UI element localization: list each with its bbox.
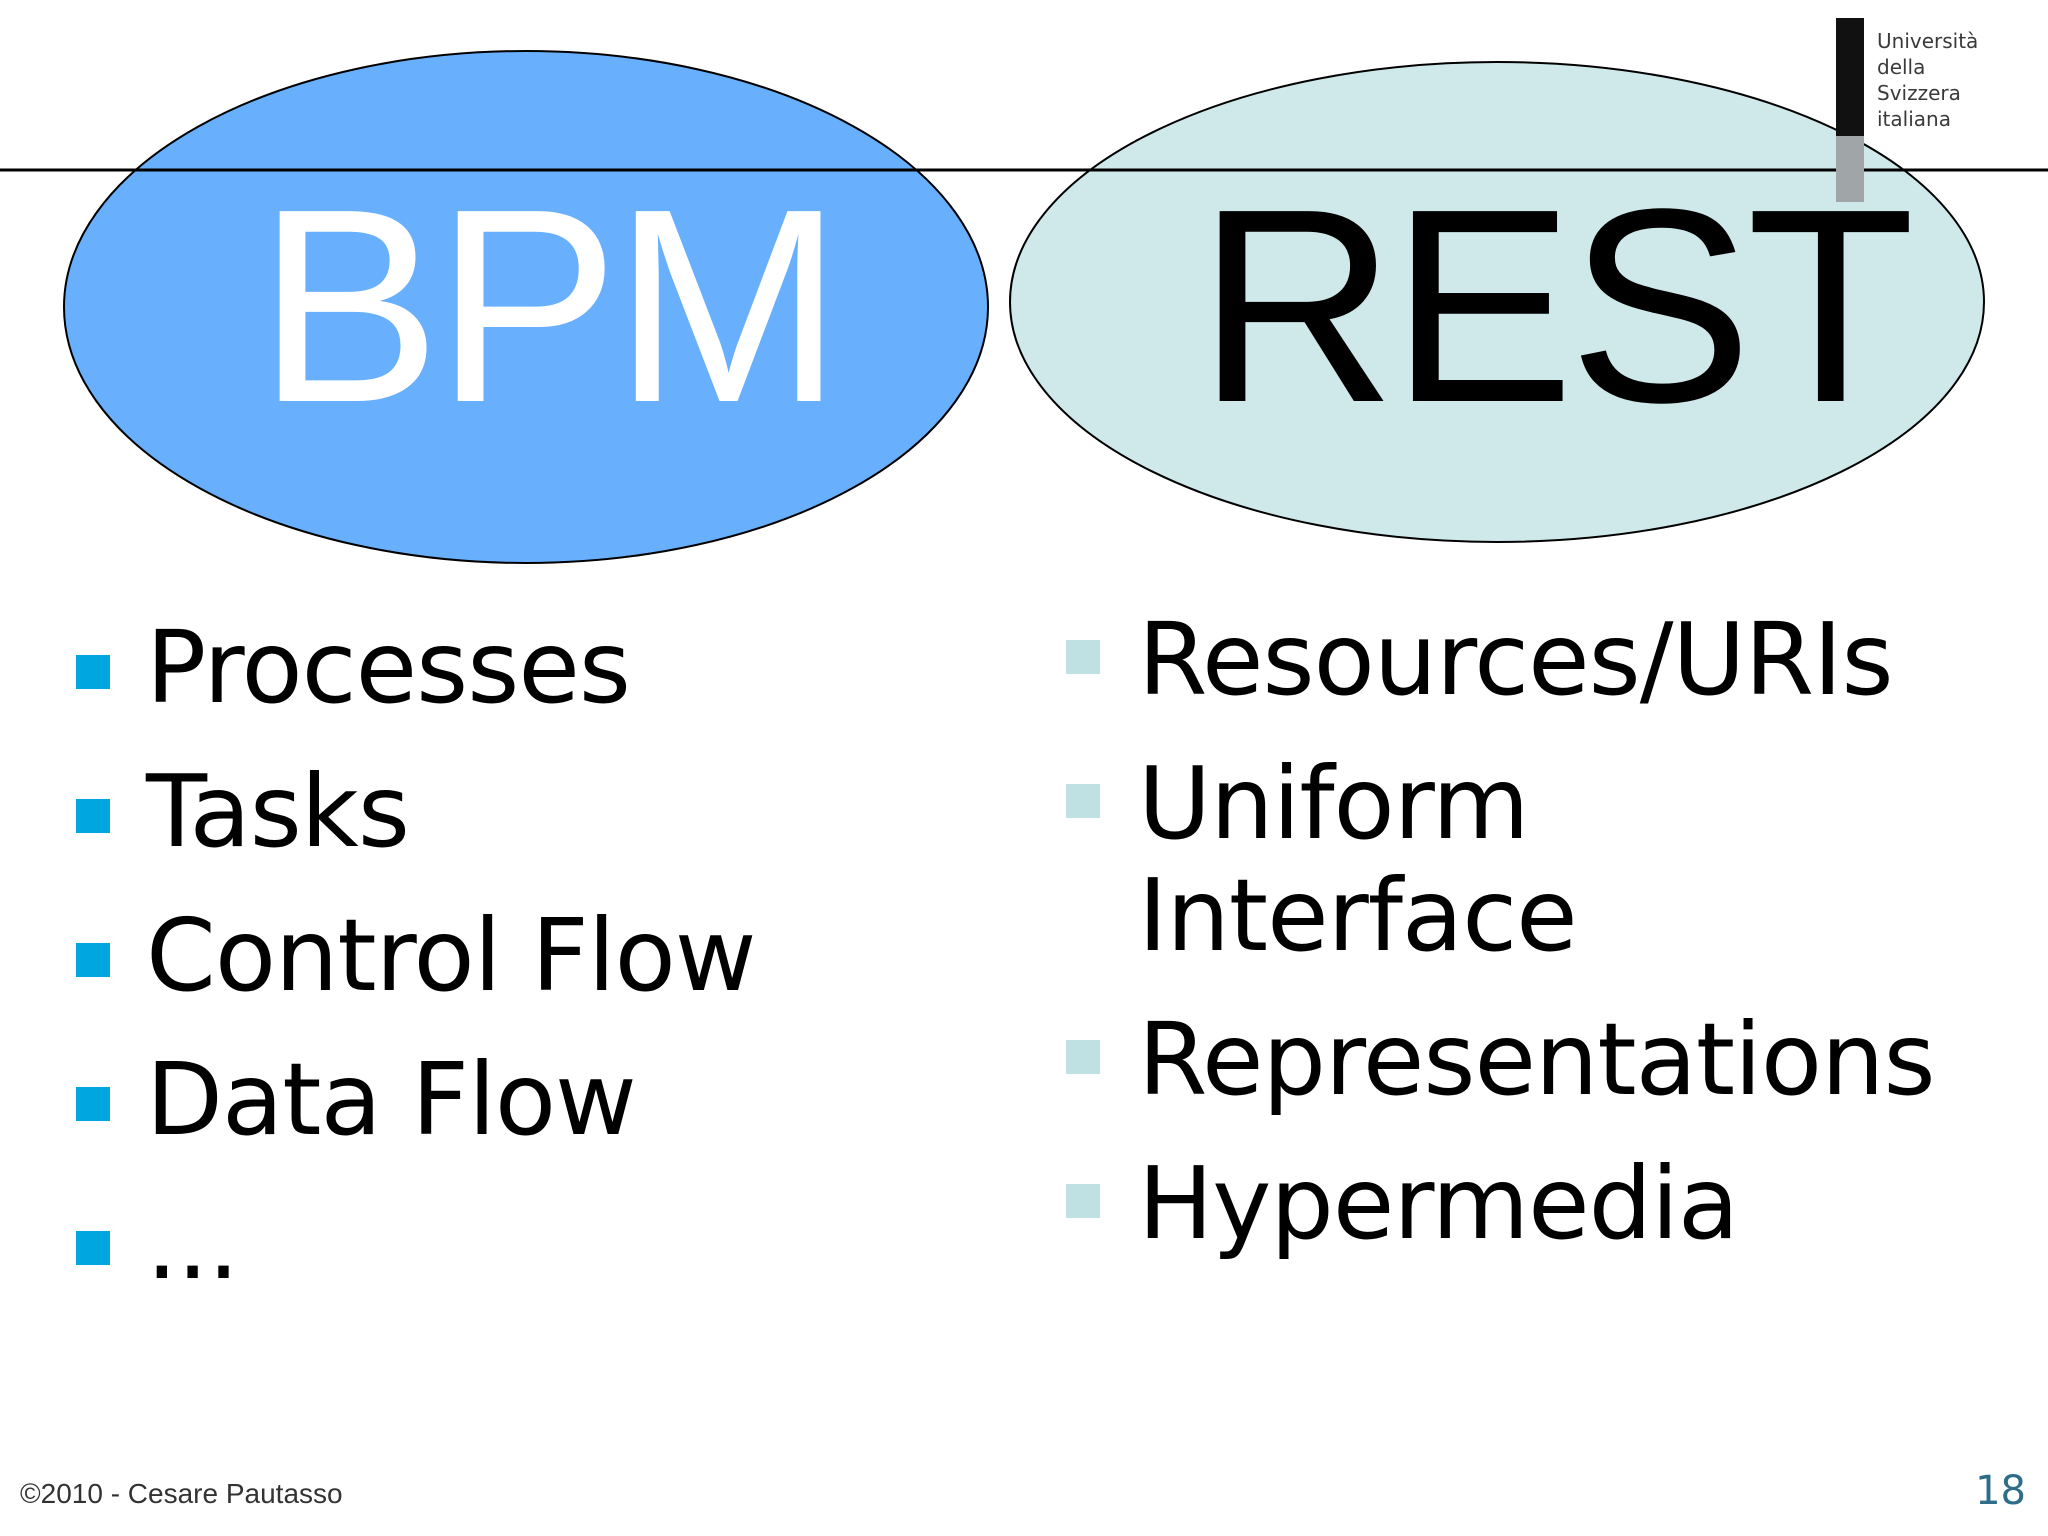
square-bullet-icon xyxy=(1066,1040,1100,1074)
list-item: Control Flow xyxy=(76,897,757,1044)
logo-line: italiana xyxy=(1877,107,1951,131)
square-bullet-icon xyxy=(76,799,110,833)
list-item-text: ... xyxy=(146,1185,239,1302)
list-item: Data Flow xyxy=(76,1044,756,1188)
list-item-text: Processes xyxy=(146,609,631,726)
logo-bar-dark xyxy=(1836,18,1864,136)
page-number: 18 xyxy=(1975,1468,2026,1514)
bpm-bullet-list: Processes Tasks Control Flow Data Flow .… xyxy=(76,612,757,1332)
list-item-text: Control Flow xyxy=(146,897,757,1014)
logo-bar-grey xyxy=(1836,136,1864,202)
list-item: Resources/URIs xyxy=(1066,604,1935,716)
university-logo-text: Università della Svizzera italiana xyxy=(1877,28,2037,132)
list-item: ... xyxy=(76,1188,756,1332)
square-bullet-icon xyxy=(1066,640,1100,674)
square-bullet-icon xyxy=(76,1231,110,1265)
bpm-ellipse xyxy=(63,50,989,564)
square-bullet-icon xyxy=(1066,1184,1100,1218)
rest-bullet-list: Resources/URIs Uniform Interface Represe… xyxy=(1066,604,1936,1292)
logo-line: Università xyxy=(1877,29,1979,53)
list-item-text: Resources/URIs xyxy=(1138,601,1894,718)
list-item-text: Data Flow xyxy=(146,1041,637,1158)
logo-line: Svizzera xyxy=(1877,81,1961,105)
square-bullet-icon xyxy=(76,943,110,977)
rest-title: REST xyxy=(1197,152,1915,460)
list-item-text: Hypermedia xyxy=(1138,1145,1739,1262)
list-item-text: Tasks xyxy=(146,753,410,870)
list-item-text: Uniform Interface xyxy=(1138,745,1578,974)
copyright-footer: ©2010 - Cesare Pautasso xyxy=(20,1478,343,1509)
rest-ellipse xyxy=(1009,61,1985,543)
list-item: Representations xyxy=(1066,1001,1936,1118)
list-item: Uniform Interface xyxy=(1066,748,1935,972)
list-item: Processes xyxy=(76,612,756,756)
list-item: Hypermedia xyxy=(1066,1148,1935,1260)
square-bullet-icon xyxy=(76,1087,110,1121)
list-item-text: Representations xyxy=(1138,1001,1936,1118)
logo-line: della xyxy=(1877,55,1926,79)
bpm-title: BPM xyxy=(257,152,843,460)
square-bullet-icon xyxy=(76,655,110,689)
list-item: Tasks xyxy=(76,756,756,900)
square-bullet-icon xyxy=(1066,784,1100,818)
